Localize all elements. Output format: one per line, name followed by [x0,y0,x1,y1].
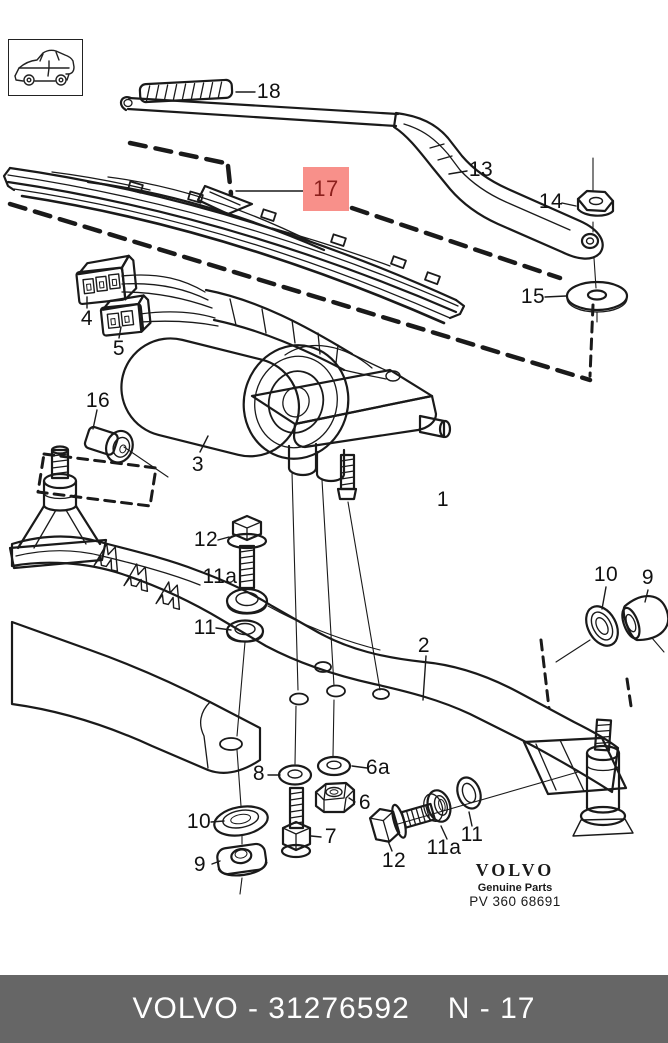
part-label-5[interactable]: 5 [112,337,126,360]
bolt-stack-upper [225,514,269,643]
grommet-mount-outline [36,452,158,508]
arm-nut-and-washer [565,157,629,323]
part-label-6a[interactable]: 6a [365,756,391,779]
mounting-frame [10,535,620,794]
part-label-9[interactable]: 9 [641,566,655,589]
part-label-14[interactable]: 14 [538,190,564,213]
part-label-11[interactable]: 11 [193,616,217,639]
part-label-17[interactable]: 17 [303,167,349,211]
part-label-15[interactable]: 15 [520,285,546,308]
part-label-11[interactable]: 11 [460,823,484,846]
wiper-arm-cap [138,78,234,104]
volvo-wordmark: VOLVO [475,860,555,880]
page-reference: N - 17 [447,992,536,1025]
part-label-11a[interactable]: 11a [426,836,462,859]
lower-washer-11 [456,776,482,810]
part-label-18[interactable]: 18 [256,80,282,103]
wiper-motor [120,337,452,501]
lower-bolt-12 [368,802,436,843]
exploded-alignment-lines [236,471,579,895]
footer-bar: VOLVO - 31276592 N - 17 [0,975,668,1043]
part-label-4[interactable]: 4 [80,307,94,330]
part-label-10[interactable]: 10 [186,810,212,833]
part-label-16[interactable]: 16 [85,389,111,412]
right-pivot-shaft [522,638,634,837]
stamp-code: PV 360 68691 [469,894,561,909]
part-label-9[interactable]: 9 [193,853,207,876]
part-label-11a[interactable]: 11a [202,565,238,588]
wiring-harness [121,274,401,382]
part-label-1[interactable]: 1 [436,488,450,511]
part-label-12[interactable]: 12 [381,849,407,872]
part-label-7[interactable]: 7 [324,825,338,848]
left-seal [213,805,269,837]
wiper-blade [2,166,466,325]
part-label-3[interactable]: 3 [191,453,205,476]
lower-washer-11a [423,789,452,823]
volvo-genuine-parts-stamp: VOLVO Genuine Parts PV 360 68691 [455,860,575,909]
frame-lower-bracket [10,620,262,774]
part-label-6[interactable]: 6 [358,791,372,814]
sedan-car-icon [14,49,75,86]
part-number: VOLVO - 31276592 [132,992,410,1025]
right-seal-and-cap [555,595,668,663]
vehicle-thumbnail [8,39,83,96]
exploded-wiper-diagram [2,78,668,895]
grommet [36,425,169,508]
part-label-13[interactable]: 13 [468,158,494,181]
part-label-8[interactable]: 8 [252,762,266,785]
genuine-parts-text: Genuine Parts [477,882,553,894]
part-label-12[interactable]: 12 [193,528,219,551]
part-label-10[interactable]: 10 [593,563,619,586]
frame-clips [93,543,181,611]
part-label-2[interactable]: 2 [417,634,431,657]
leader-lines [86,91,649,865]
wiper-arm [119,96,604,260]
dashed-alignment-lines [7,140,595,383]
